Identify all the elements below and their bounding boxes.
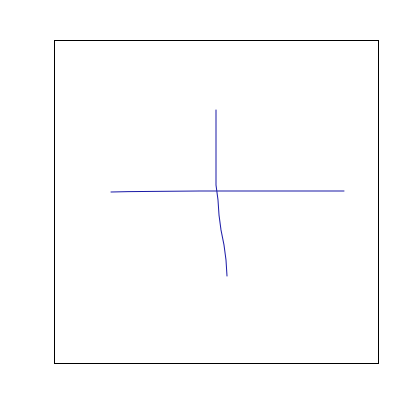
drawing-canvas[interactable] bbox=[54, 40, 379, 364]
horizontal-stroke bbox=[110, 190, 345, 193]
vertical-stroke bbox=[215, 109, 228, 277]
